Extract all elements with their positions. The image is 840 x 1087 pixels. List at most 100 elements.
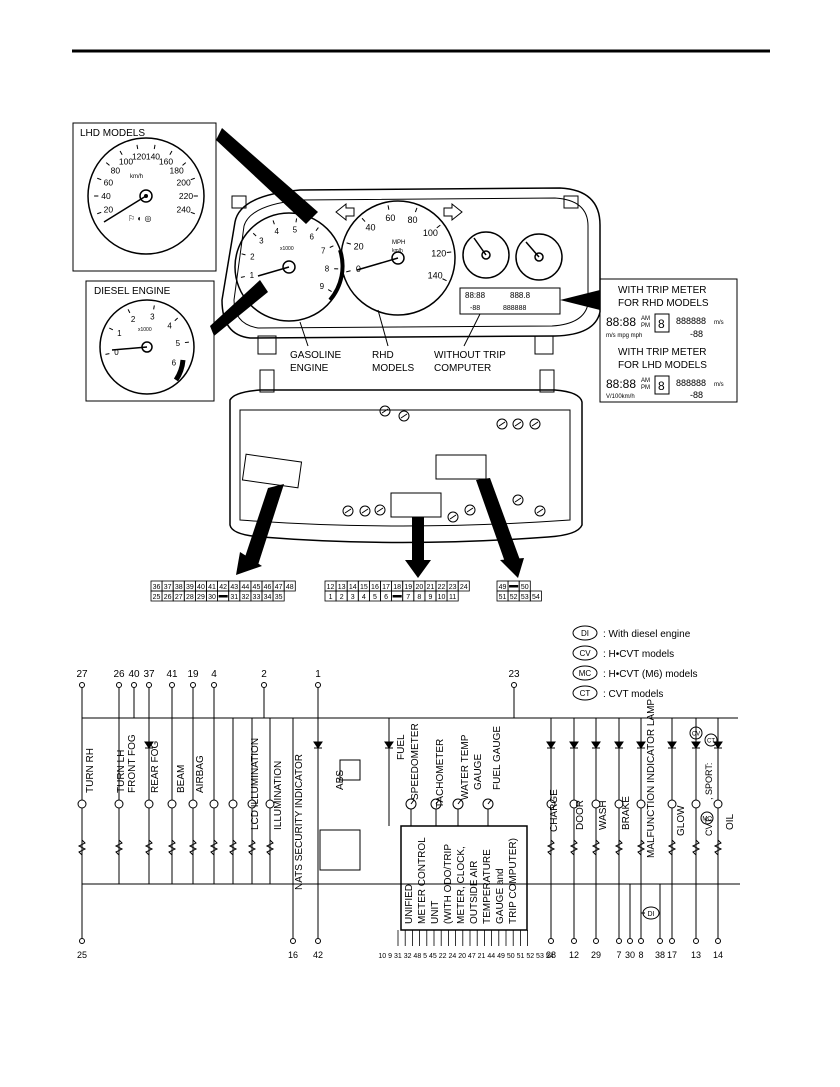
mph-label: 140 — [428, 270, 443, 280]
tach-label: 8 — [325, 264, 330, 273]
code-text: CT — [707, 739, 715, 745]
circuit-label: TURN RH — [85, 748, 96, 793]
diode — [591, 741, 601, 749]
tach-label: 1 — [250, 271, 255, 280]
connector-pin: 35 — [275, 594, 283, 601]
circuit-label: TURN LH — [116, 750, 127, 793]
connector-socket-mid — [390, 492, 442, 518]
unit-text-line: UNIT — [430, 901, 441, 924]
indicator-lamp — [77, 799, 87, 809]
bottom-pin-number: 16 — [288, 950, 298, 960]
connector-key — [509, 585, 519, 588]
resistor — [569, 839, 579, 856]
rhd-digit: 8 — [658, 317, 665, 331]
screw — [534, 505, 546, 517]
indicator-lamp — [691, 799, 701, 809]
mph-label: 120 — [431, 249, 446, 259]
diesel-tach-label: 1 — [117, 329, 122, 338]
resistor — [114, 839, 124, 856]
connector-pin: 28 — [186, 594, 194, 601]
rhd-sub: m/s mpg mph — [606, 333, 642, 339]
screw-slot — [400, 413, 408, 419]
lhd-unit: m/s — [714, 382, 724, 388]
screw-slot — [514, 497, 522, 503]
resistor — [188, 839, 198, 856]
circuit-label: TACHOMETER — [435, 739, 446, 808]
unit-text-line: TRIP COMPUTER) — [508, 838, 519, 924]
connector-pin: 21 — [427, 584, 435, 591]
connector-cell — [283, 580, 296, 592]
circuit-label: MALFUNCTION INDICATOR LAMP — [646, 699, 657, 858]
bottom-pin-terminal — [657, 938, 663, 944]
circuit-label: DOOR — [575, 800, 586, 830]
tach-label: 6 — [309, 232, 314, 241]
legend-code: DI — [581, 629, 589, 638]
mph-tick — [436, 224, 441, 229]
tach-label: 0 — [258, 287, 263, 296]
lhd-odo: 888888 — [676, 378, 706, 388]
circuit-label: FRONT FOG — [127, 734, 138, 793]
lhd-speed-label: 20 — [104, 205, 114, 215]
diode — [546, 741, 556, 749]
screw-slot — [344, 508, 352, 514]
lhd-speed-label: 80 — [111, 165, 121, 175]
code-ring — [704, 733, 718, 747]
indicator-lamp — [667, 799, 677, 809]
diesel-tach-tick — [109, 327, 114, 331]
tach-tick — [272, 220, 275, 225]
connector-pin: 7 — [406, 594, 410, 601]
diode — [144, 741, 154, 749]
connector-pin: 53 — [521, 594, 529, 601]
connector-key — [392, 595, 402, 598]
screw-slot — [449, 514, 457, 520]
top-pin-terminal — [116, 682, 122, 688]
bottom-pin-terminal — [627, 938, 633, 944]
cluster-rear-view — [229, 369, 583, 578]
connector-pin: 2 — [340, 594, 344, 601]
diesel-tach-tick — [153, 305, 155, 310]
bottom-pin-number: 12 — [569, 950, 579, 960]
rhd-odo: 888888 — [676, 316, 706, 326]
connector-pin: 42 — [219, 584, 227, 591]
diode — [691, 741, 701, 749]
resistor — [265, 839, 275, 856]
bottom-pin-number: 28 — [546, 950, 556, 960]
lhd-speed-tick — [190, 211, 195, 215]
bottom-pin-terminal — [290, 938, 296, 944]
legend-text: : CVT models — [603, 689, 663, 700]
legend-code-ring — [572, 625, 598, 641]
connector-pin: 37 — [164, 584, 172, 591]
resistor — [667, 839, 677, 856]
connector-pin: 1 — [329, 594, 333, 601]
top-pin-terminal — [190, 682, 196, 688]
bottom-pin-number: 38 — [655, 950, 665, 960]
connector-pin: 15 — [360, 584, 368, 591]
circuit-label: OIL — [725, 813, 736, 830]
top-pin-terminal — [169, 682, 175, 688]
temp-gauge — [515, 233, 563, 281]
lhd-speed-tick — [190, 177, 195, 181]
without-trip-label-1: WITHOUT TRIP — [434, 350, 506, 361]
connector-pin: 31 — [230, 594, 238, 601]
tach-tick — [240, 276, 245, 278]
tach-unit: x1000 — [280, 246, 294, 252]
connector-pin: 20 — [415, 584, 423, 591]
connector-pin: 16 — [371, 584, 379, 591]
top-pin-number: 2 — [261, 669, 267, 680]
unit-text-line: (WITH ODO/TRIP — [443, 844, 454, 924]
screw — [496, 418, 508, 430]
trip-lhd-label-2: FOR LHD MODELS — [618, 360, 707, 371]
connector-pin: 11 — [449, 594, 456, 601]
circuit-label: WASH — [598, 800, 609, 830]
lhd-speed-label: 40 — [101, 191, 111, 201]
cvt-label: CVT: — [704, 816, 714, 836]
diesel-tach-tick — [179, 365, 184, 369]
mph-label: 0 — [356, 264, 361, 274]
connector-cell — [529, 590, 542, 602]
lhd-speed-label: 160 — [159, 156, 173, 166]
resistor — [713, 839, 723, 856]
legend-text: : H•CVT models — [603, 649, 674, 660]
mph-tick — [346, 270, 351, 273]
legend-code-ring — [572, 685, 598, 701]
